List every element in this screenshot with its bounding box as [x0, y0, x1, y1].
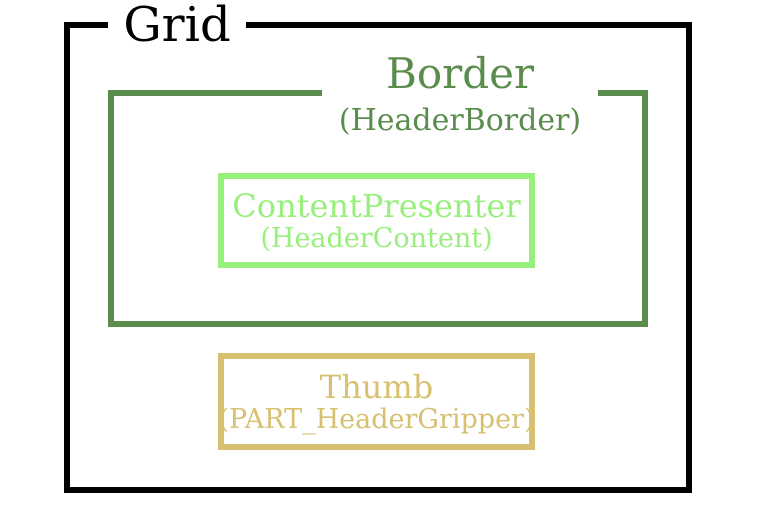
thumb-box: Thumb (PART_HeaderGripper)	[218, 353, 535, 450]
grid-box	[64, 22, 692, 493]
border-label-group: Border (HeaderBorder)	[322, 52, 598, 138]
border-label: Border	[385, 49, 535, 98]
grid-label: Grid	[108, 0, 246, 50]
content-presenter-label: ContentPresenter	[232, 186, 521, 225]
thumb-sublabel: (PART_HeaderGripper)	[218, 403, 535, 435]
content-presenter-sublabel: (HeaderContent)	[260, 222, 493, 254]
content-presenter-box: ContentPresenter (HeaderContent)	[218, 173, 535, 268]
border-sublabel: (HeaderBorder)	[338, 103, 582, 138]
thumb-label: Thumb	[319, 367, 434, 406]
